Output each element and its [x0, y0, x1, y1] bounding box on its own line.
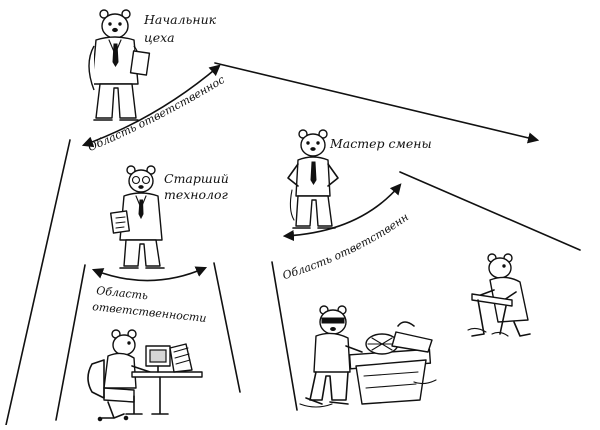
middle-scope-left-line: [271, 261, 298, 411]
shop-head-label-line1: Начальник: [143, 12, 217, 27]
bottom-scope-left-line: [55, 264, 86, 421]
senior-tech-label-line2: технолог: [164, 187, 229, 202]
shop-head-bear-figure: [88, 9, 151, 121]
senior-tech-label-line1: Старший: [164, 171, 229, 186]
top-responsibility-arrow: [81, 64, 221, 148]
shift-master-bear-figure: [287, 129, 339, 229]
office-worker-bear-figure: [87, 329, 203, 422]
top-scope-left-line: [5, 139, 71, 426]
bottom-scope-right-line: [213, 262, 241, 393]
saw-worker-bear-figure: [467, 253, 531, 337]
top-scope-right-line: [214, 62, 540, 144]
bottom-responsibility-label-line2: ответственности: [92, 300, 207, 325]
senior-tech-bear-figure: [109, 165, 165, 269]
shop-head-label-line2: цеха: [144, 30, 175, 45]
bottom-responsibility-label-line1: Область: [96, 284, 149, 302]
responsibility-arrows: [81, 64, 402, 282]
shift-master-label: Мастер смены: [329, 136, 432, 151]
machine-worker-bear-figure: [299, 305, 437, 408]
middle-responsibility-arrow: [282, 183, 402, 242]
scope-lines: [5, 62, 581, 426]
bottom-responsibility-arrow: [91, 266, 208, 282]
middle-scope-right-line: [399, 171, 581, 251]
